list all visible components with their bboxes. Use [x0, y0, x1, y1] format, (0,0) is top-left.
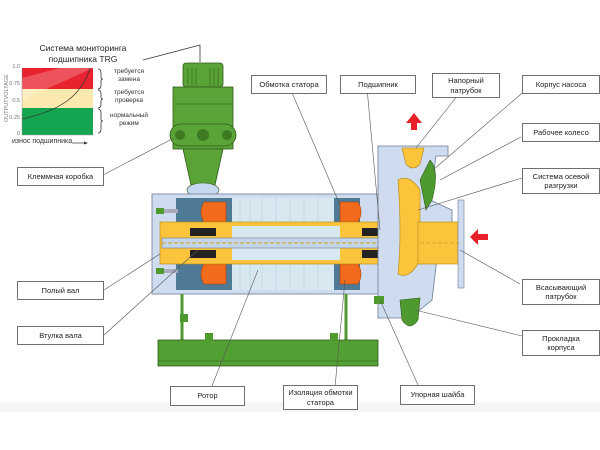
brace-normal — [97, 108, 104, 134]
label-winding-insulation: Изоляция обмотки статора — [283, 385, 358, 410]
zone-label-check: требуется проверка — [114, 89, 144, 105]
sensor-leader — [142, 44, 201, 62]
suction-flow-arrow — [470, 229, 488, 245]
label-discharge-nozzle: Напорный патрубок — [432, 73, 500, 98]
label-thrust-washer: Упорная шайба — [400, 385, 475, 405]
y-tick: 0.75 — [9, 81, 20, 87]
winding-top-left — [200, 201, 227, 223]
zone-label-normal: нормальный режим — [110, 112, 148, 128]
y-tick: 1.0 — [12, 64, 20, 70]
label-terminal-box: Клеммная коробка — [17, 167, 104, 186]
discharge-channel — [401, 147, 425, 169]
bearing-left-bottom — [190, 250, 216, 258]
chart-highlight — [22, 68, 93, 100]
y-tick: 0.5 — [12, 98, 20, 104]
terminal-box — [169, 62, 237, 198]
x-axis-label: износ подшипника — [12, 138, 73, 145]
bearing-right-bottom — [362, 250, 388, 258]
y-tick: 0 — [16, 131, 20, 137]
bearing-right-top — [362, 228, 388, 236]
winding-bottom-right — [339, 263, 362, 285]
brace-replace — [97, 68, 104, 90]
y-axis-label: OUTPUTVOLTAGE — [4, 74, 10, 122]
discharge-flow-arrow — [406, 113, 422, 130]
label-rotor: Ротор — [170, 386, 245, 406]
label-axial-relief: Система осевой разгрузки — [522, 168, 600, 194]
label-casing-gasket: Прокладка корпуса — [522, 330, 600, 356]
winding-bottom-left — [200, 263, 227, 285]
zone-replace — [22, 68, 93, 89]
label-shaft-sleeve: Втулка вала — [17, 326, 104, 345]
suction-flange — [457, 199, 465, 289]
mini-chart-title: Система мониторинга подшипника TRG — [39, 43, 127, 65]
label-hollow-shaft: Полый вал — [17, 281, 104, 300]
zone-normal — [22, 108, 93, 135]
leader-lines — [102, 87, 529, 388]
label-stator-winding: Обмотка статора — [251, 75, 327, 94]
zone-label-replace: требуется замена — [114, 68, 144, 84]
label-bearing: Подшипник — [340, 75, 416, 94]
motor-stand — [157, 294, 379, 367]
y-tick: 0.25 — [9, 115, 20, 121]
winding-top-right — [339, 201, 362, 223]
impeller — [397, 178, 421, 276]
label-impeller: Рабочее колесо — [522, 123, 600, 142]
bearing-left-top — [190, 228, 216, 236]
x-arrow-head — [84, 141, 88, 145]
mini-chart — [21, 67, 104, 145]
label-suction-nozzle: Всасывающий патрубок — [522, 279, 600, 305]
label-pump-casing: Корпус насоса — [522, 75, 600, 94]
wear-curve — [21, 67, 91, 120]
pump-casing — [374, 145, 465, 327]
motor-housing — [151, 193, 403, 295]
brace-check — [97, 89, 104, 109]
